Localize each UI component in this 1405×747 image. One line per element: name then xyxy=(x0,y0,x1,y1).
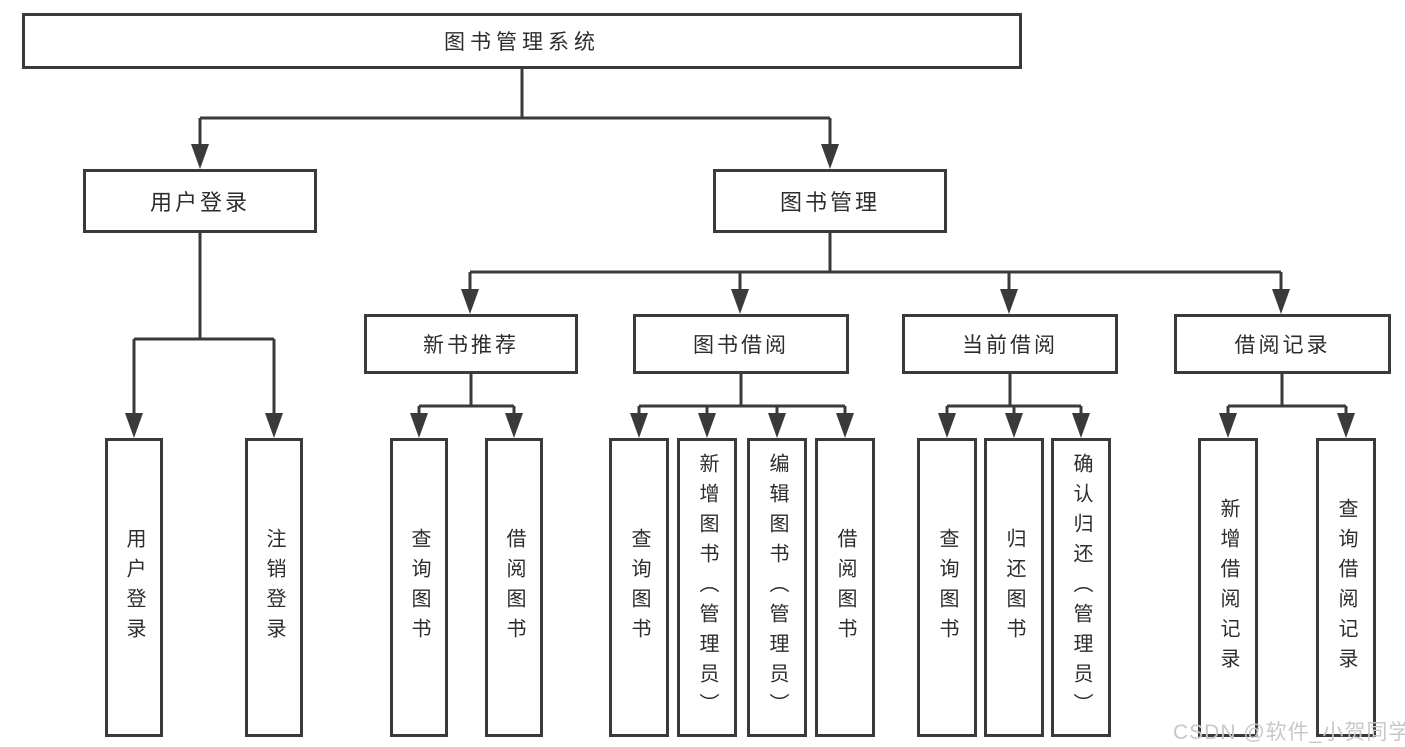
node-leaf-user-login: 用户登录 xyxy=(105,438,163,737)
node-leaf-query-books-recommend: 查询图书 xyxy=(390,438,448,737)
node-leaf-edit-books-admin: 编辑图书（管理员） xyxy=(747,438,807,737)
csdn-watermark: CSDN @软件_小贺同学 xyxy=(1173,721,1405,744)
node-leaf-add-books-admin: 新增图书（管理员） xyxy=(677,438,737,737)
node-leaf-logout: 注销登录 xyxy=(245,438,303,737)
node-leaf-query-books-current: 查询图书 xyxy=(917,438,977,737)
node-root-system: 图书管理系统 xyxy=(22,13,1022,69)
node-leaf-borrow-books: 借阅图书 xyxy=(815,438,875,737)
node-user-login-branch: 用户登录 xyxy=(83,169,317,233)
node-book-borrowing: 图书借阅 xyxy=(633,314,849,374)
node-leaf-return-books: 归还图书 xyxy=(984,438,1044,737)
node-leaf-borrow-books-recommend: 借阅图书 xyxy=(485,438,543,737)
node-leaf-add-borrow-record: 新增借阅记录 xyxy=(1198,438,1258,737)
node-book-management-branch: 图书管理 xyxy=(713,169,947,233)
node-new-book-recommend: 新书推荐 xyxy=(364,314,578,374)
node-leaf-query-borrow-record: 查询借阅记录 xyxy=(1316,438,1376,737)
node-leaf-query-books-borrow: 查询图书 xyxy=(609,438,669,737)
node-borrowing-records: 借阅记录 xyxy=(1174,314,1391,374)
node-current-borrowing: 当前借阅 xyxy=(902,314,1118,374)
node-leaf-confirm-return-admin: 确认归还（管理员） xyxy=(1051,438,1111,737)
